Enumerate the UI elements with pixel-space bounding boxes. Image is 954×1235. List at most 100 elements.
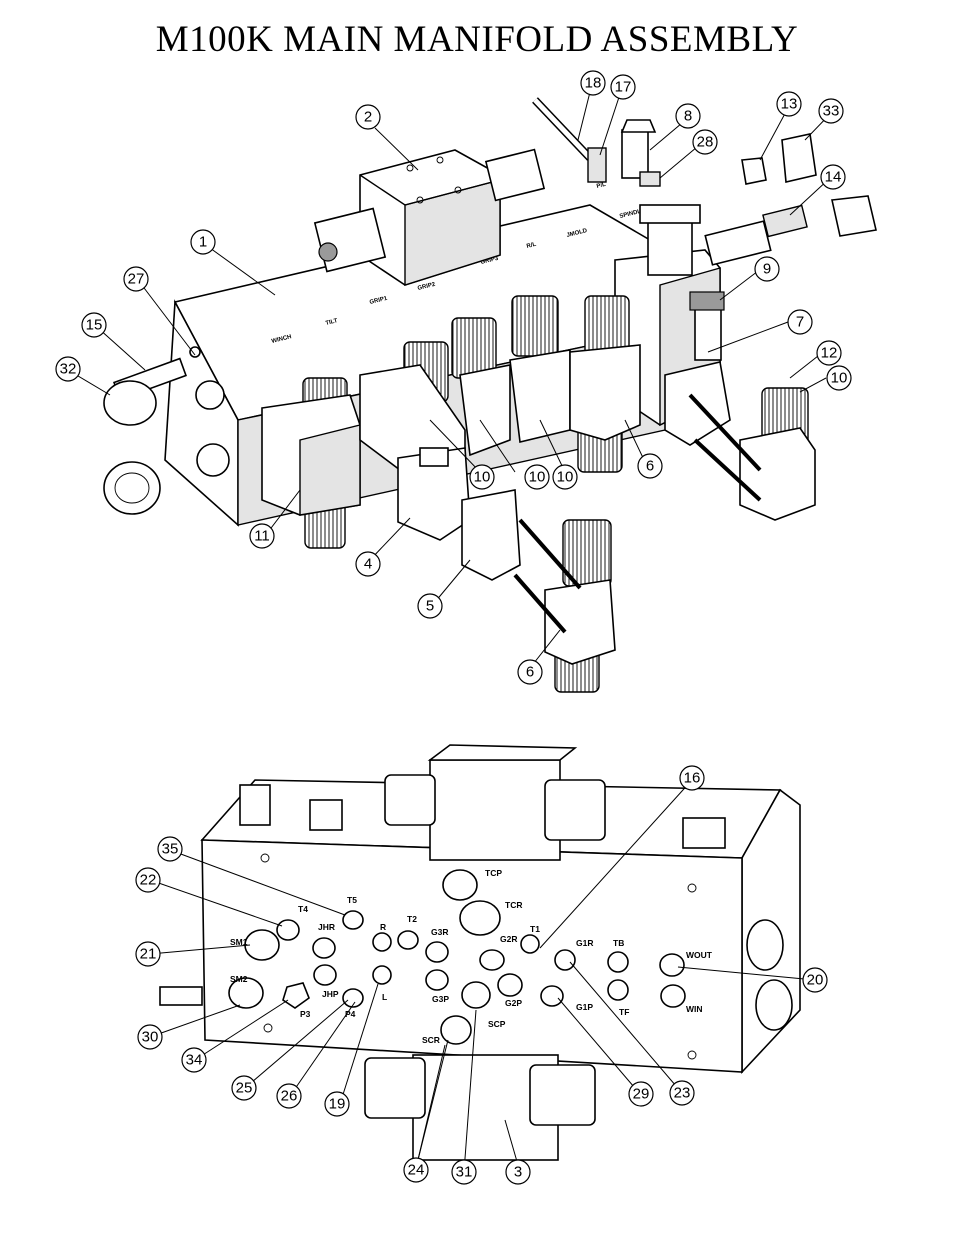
svg-text:6: 6 xyxy=(526,664,534,681)
svg-text:21: 21 xyxy=(140,946,157,963)
callout-bubble: 1 xyxy=(191,230,215,254)
callout-bubble: 21 xyxy=(136,942,160,966)
callout-bubble: 14 xyxy=(821,165,845,189)
svg-text:26: 26 xyxy=(281,1088,298,1105)
port-label: T2 xyxy=(407,914,417,924)
callout-bubble: 16 xyxy=(680,766,704,790)
port-label: WIN xyxy=(686,1004,703,1014)
port-label: JHR xyxy=(318,922,335,932)
callout-bubble: 3 xyxy=(506,1160,530,1184)
svg-text:9: 9 xyxy=(763,261,771,278)
callout-bubble: 8 xyxy=(676,104,700,128)
svg-text:11: 11 xyxy=(254,528,270,545)
callout-bubble: 34 xyxy=(182,1048,206,1072)
port-label: SCP xyxy=(488,1019,506,1029)
port-label: L xyxy=(382,992,387,1002)
svg-text:27: 27 xyxy=(128,271,145,288)
svg-text:29: 29 xyxy=(633,1086,650,1103)
svg-text:10: 10 xyxy=(529,469,546,486)
svg-text:14: 14 xyxy=(825,169,842,186)
svg-text:4: 4 xyxy=(364,556,372,573)
manifold-label: P/L xyxy=(596,182,607,190)
svg-text:28: 28 xyxy=(697,134,714,151)
callout-bubble: 19 xyxy=(325,1092,349,1116)
callout-bubble: 23 xyxy=(670,1081,694,1105)
svg-text:12: 12 xyxy=(821,345,838,362)
callout-bubble: 29 xyxy=(629,1082,653,1106)
callout-bubble: 9 xyxy=(755,257,779,281)
svg-text:1: 1 xyxy=(199,234,207,251)
port-label: G1P xyxy=(576,1002,593,1012)
top-exploded-view: WINCH TILT GRIP1 GRIP2 GRIP3 R/L JMOLD S… xyxy=(104,100,876,692)
port-label: G2R xyxy=(500,934,517,944)
port-label: T5 xyxy=(347,895,357,905)
svg-text:32: 32 xyxy=(60,361,77,378)
callout-bubble: 17 xyxy=(611,75,635,99)
svg-text:16: 16 xyxy=(684,770,701,787)
callout-bubble: 18 xyxy=(581,71,605,95)
callout-bubble: 24 xyxy=(404,1158,428,1182)
loose-fittings xyxy=(705,134,876,265)
svg-text:13: 13 xyxy=(781,96,798,113)
callout-bubble: 30 xyxy=(138,1025,162,1049)
port-label: G2P xyxy=(505,998,522,1008)
port-label: SCR xyxy=(422,1035,440,1045)
svg-text:3: 3 xyxy=(514,1164,522,1181)
svg-text:8: 8 xyxy=(684,108,692,125)
port-label: TCP xyxy=(485,868,502,878)
callout-bubble: 7 xyxy=(788,310,812,334)
callout-bubble: 12 xyxy=(817,341,841,365)
svg-text:18: 18 xyxy=(585,75,602,92)
callout-bubble: 10 xyxy=(525,465,549,489)
callout-bubble: 28 xyxy=(693,130,717,154)
pilot-fittings xyxy=(535,100,660,186)
svg-text:30: 30 xyxy=(142,1029,159,1046)
svg-text:31: 31 xyxy=(456,1164,473,1181)
callout-bubble: 22 xyxy=(136,868,160,892)
svg-text:6: 6 xyxy=(646,458,654,475)
callout-bubble: 20 xyxy=(803,968,827,992)
port-label: WOUT xyxy=(686,950,713,960)
port-label: TF xyxy=(619,1007,629,1017)
port-label: G1R xyxy=(576,938,593,948)
callout-bubble: 5 xyxy=(418,594,442,618)
port-label: G3R xyxy=(431,927,448,937)
callout-bubble: 10 xyxy=(470,465,494,489)
svg-text:33: 33 xyxy=(823,103,840,120)
callout-bubble: 33 xyxy=(819,99,843,123)
svg-text:17: 17 xyxy=(615,79,632,96)
svg-text:25: 25 xyxy=(236,1080,253,1097)
callout-bubble: 10 xyxy=(827,366,851,390)
svg-text:35: 35 xyxy=(162,841,179,858)
port-label: SM2 xyxy=(230,974,248,984)
svg-text:10: 10 xyxy=(831,370,848,387)
callout-bubble: 11 xyxy=(250,524,274,548)
svg-text:10: 10 xyxy=(474,469,491,486)
port-label: T1 xyxy=(530,924,540,934)
callout-bubble: 15 xyxy=(82,313,106,337)
port-label: G3P xyxy=(432,994,449,1004)
port-label: R xyxy=(380,922,386,932)
svg-text:10: 10 xyxy=(557,469,574,486)
callout-bubble: 10 xyxy=(553,465,577,489)
port-label: JHP xyxy=(322,989,339,999)
bottom-assembled-view: TCP T5 T4 JHR SM1 SM2 JHP P3 P4 R L T2 G… xyxy=(160,745,800,1160)
svg-text:19: 19 xyxy=(329,1096,346,1113)
callout-bubble: 25 xyxy=(232,1076,256,1100)
svg-text:22: 22 xyxy=(140,872,157,889)
callout-bubble: 6 xyxy=(638,454,662,478)
callout-bubble: 32 xyxy=(56,357,80,381)
callout-bubble: 2 xyxy=(356,105,380,129)
svg-text:20: 20 xyxy=(807,972,824,989)
svg-text:15: 15 xyxy=(86,317,103,334)
callout-bubble: 26 xyxy=(277,1084,301,1108)
port-label: TCR xyxy=(505,900,522,910)
svg-text:23: 23 xyxy=(674,1085,691,1102)
port-label: P3 xyxy=(300,1009,311,1019)
svg-text:2: 2 xyxy=(364,109,372,126)
callout-bubble: 6 xyxy=(518,660,542,684)
callout-bubble: 31 xyxy=(452,1160,476,1184)
svg-text:34: 34 xyxy=(186,1052,203,1069)
svg-text:7: 7 xyxy=(796,314,804,331)
callout-bubble: 27 xyxy=(124,267,148,291)
